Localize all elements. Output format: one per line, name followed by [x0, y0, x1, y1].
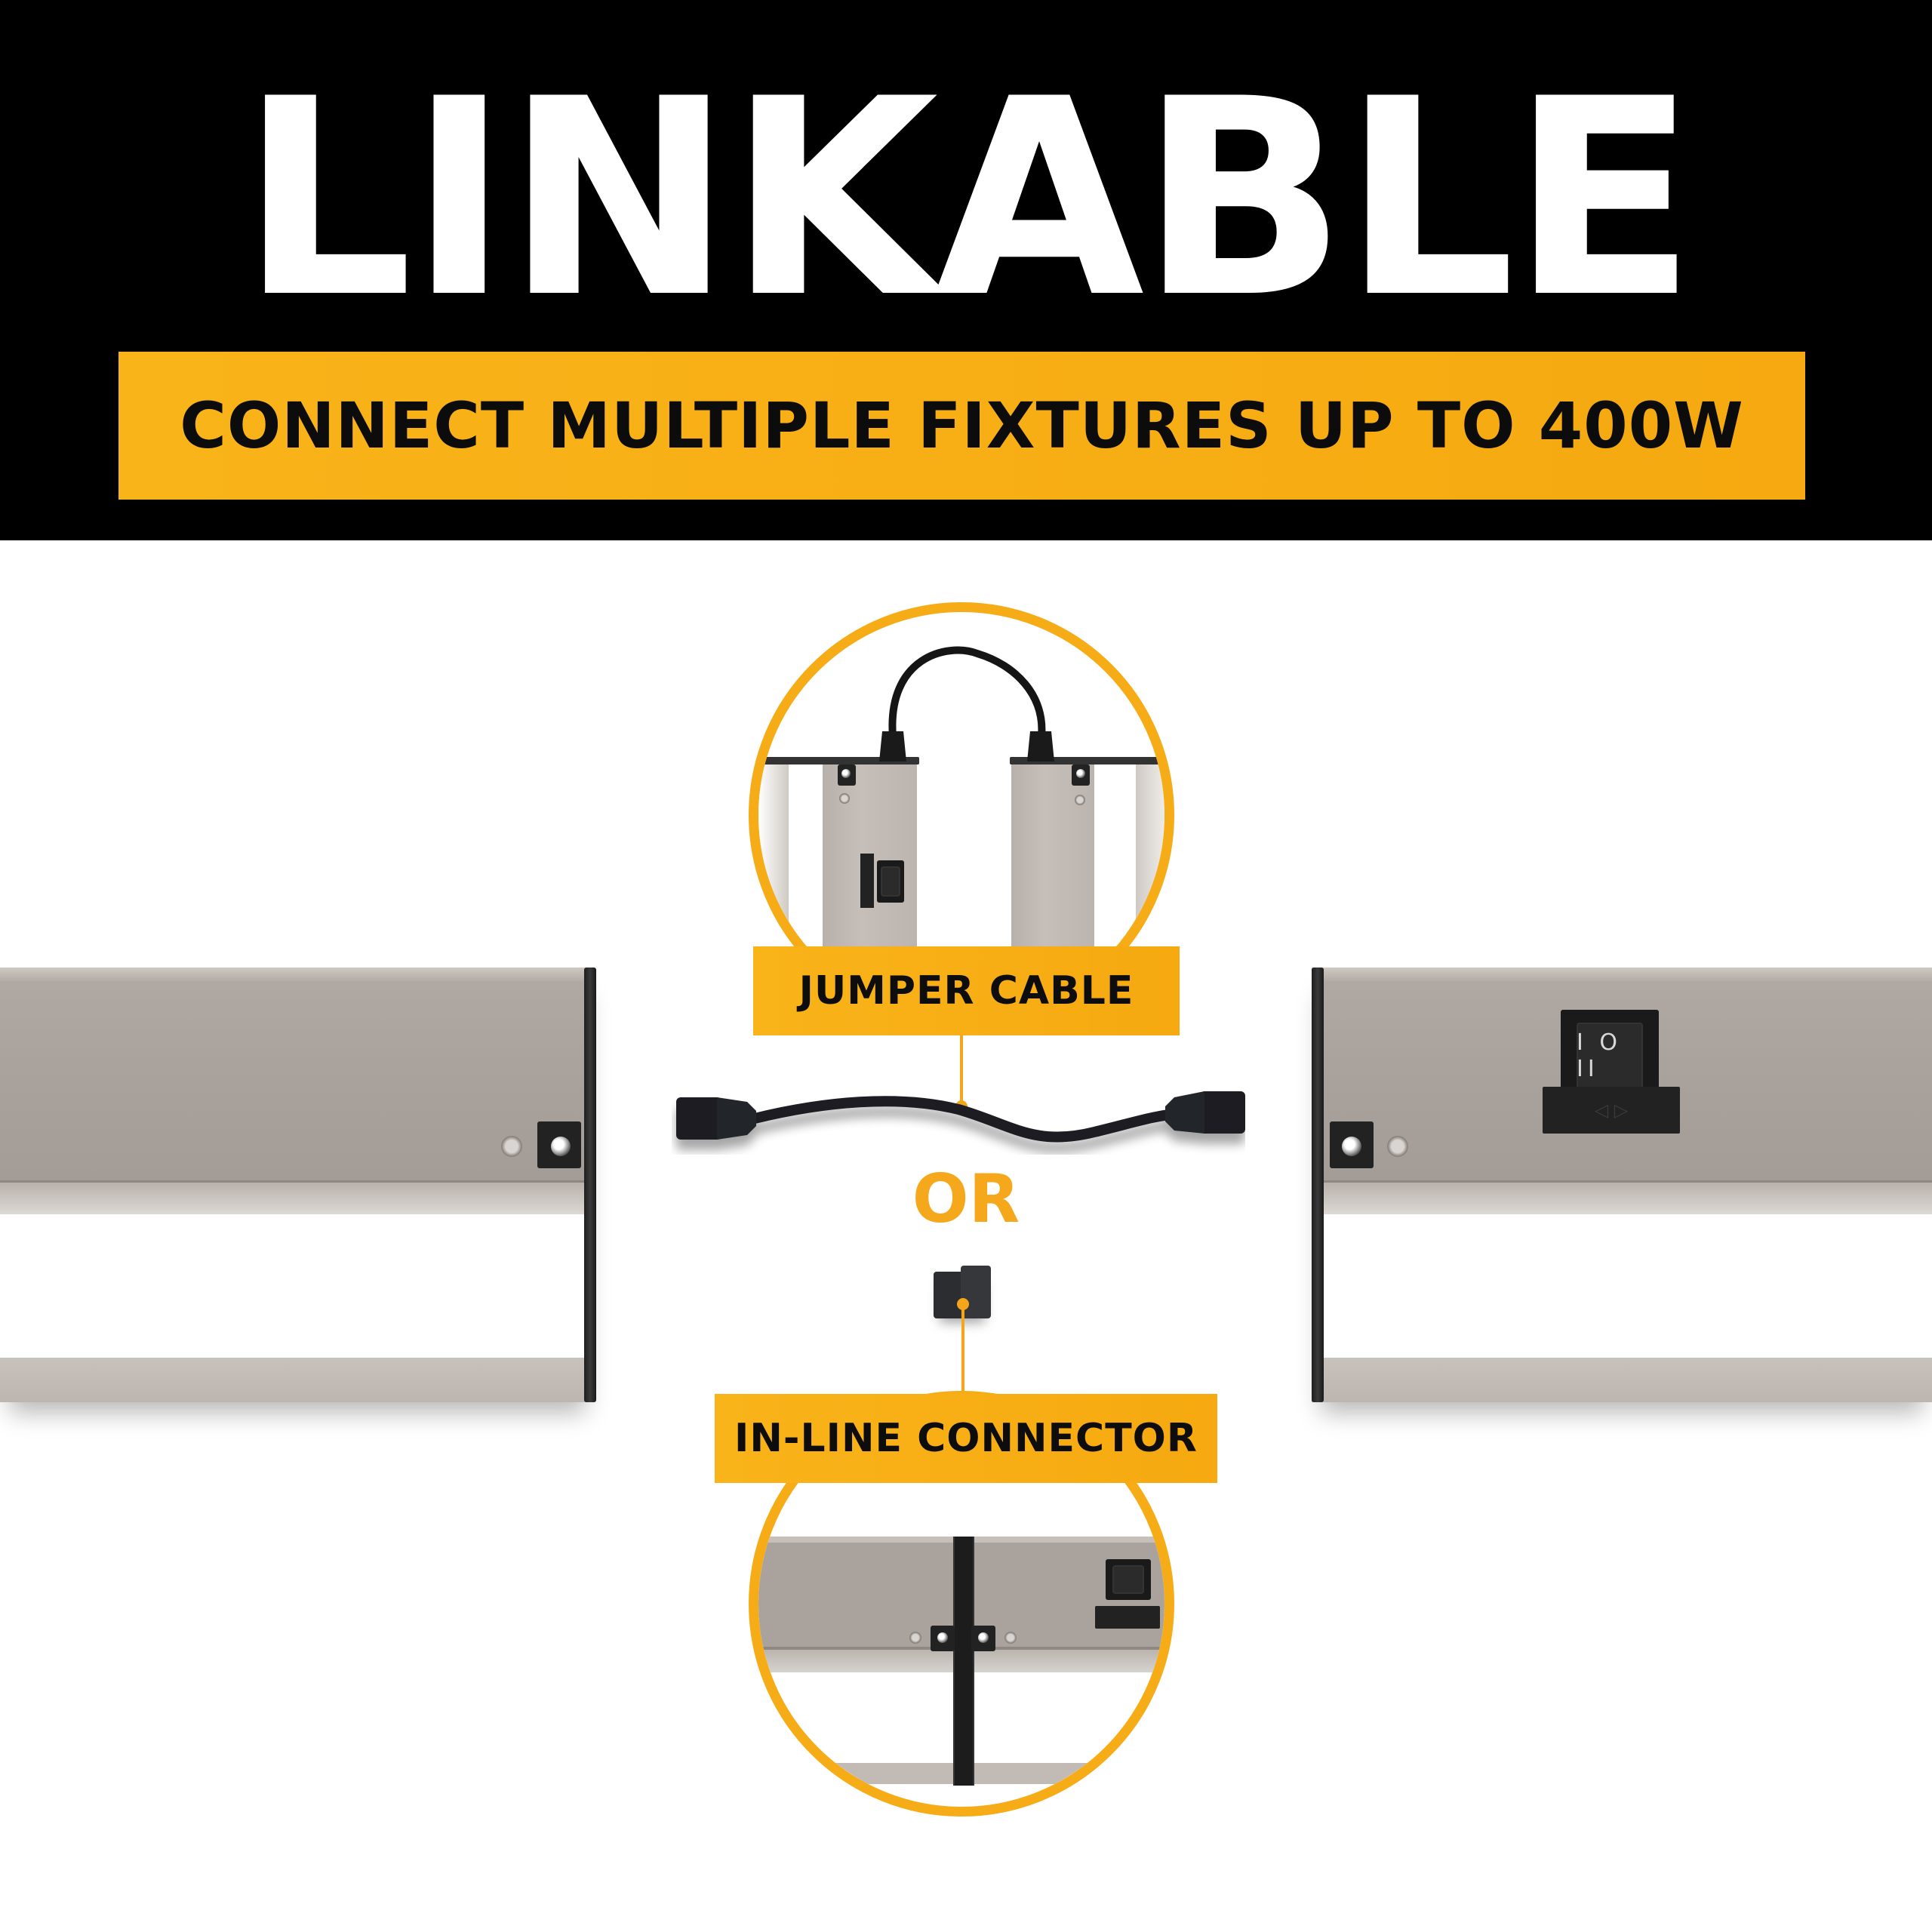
bolt-icon	[937, 1632, 948, 1643]
connector-body-left	[934, 1272, 964, 1318]
joined-fixtures	[758, 1537, 1164, 1786]
subtitle-bar: CONNECT MULTIPLE FIXTURES UP TO 400W	[118, 352, 1805, 500]
bolt-icon	[1076, 769, 1085, 778]
rocker-switch-icon	[1106, 1559, 1151, 1600]
switch-rocker	[1112, 1565, 1144, 1594]
connector-body-right	[961, 1266, 991, 1318]
in-line-connector-label-text: IN-LINE CONNECTOR	[734, 1416, 1198, 1461]
mounting-bracket-icon	[971, 1626, 995, 1651]
fixture-rail-right	[968, 1763, 1164, 1784]
jumper-leader-line	[960, 1035, 963, 1105]
switch-rocker	[881, 866, 900, 897]
fixture-bottom-rail	[1312, 1358, 1932, 1402]
connector-leader-dot	[957, 1298, 969, 1310]
fixture-top-edge	[0, 968, 595, 981]
mounting-bracket-icon	[1072, 764, 1090, 786]
right-fixture: I O II ◁ ▷	[1312, 968, 1932, 1402]
jumper-cable-label-text: JUMPER CABLE	[798, 968, 1134, 1014]
screw-icon	[1075, 795, 1085, 805]
jumper-cable-icon	[676, 1091, 1245, 1143]
fixture-light-diffuser	[0, 1214, 595, 1358]
screw-icon	[1387, 1136, 1408, 1157]
fixture-panel	[0, 981, 595, 1183]
end-cap	[1312, 968, 1324, 1402]
fixture-lip	[0, 1183, 595, 1214]
fixture-lip	[1312, 1183, 1932, 1214]
fixture-light-diffuser	[1312, 1214, 1932, 1358]
rocker-switch[interactable]: I O II	[1561, 1010, 1659, 1102]
in-line-connector-label: IN-LINE CONNECTOR	[715, 1394, 1217, 1483]
bolt-icon	[841, 769, 851, 778]
fixture-lip-left	[758, 1650, 956, 1672]
slider-plate-icon	[860, 854, 874, 908]
fixture-rail-left	[758, 1763, 956, 1784]
subtitle-text: CONNECT MULTIPLE FIXTURES UP TO 400W	[180, 389, 1744, 463]
rocker-switch-icon	[877, 860, 904, 903]
fixture-bottom-rail	[0, 1358, 595, 1402]
bolt-icon	[551, 1137, 571, 1156]
mounting-bracket-icon	[838, 764, 856, 786]
fixture-top-edge	[1312, 968, 1932, 981]
mounting-bracket-icon	[537, 1121, 581, 1168]
screw-icon	[501, 1136, 522, 1157]
fixture-lip-right	[968, 1650, 1164, 1672]
screw-icon	[1004, 1632, 1017, 1644]
jumper-cable-loop-icon	[879, 646, 1054, 761]
screw-icon	[839, 793, 850, 804]
mounting-bracket-icon	[1330, 1121, 1374, 1168]
mounting-bracket-icon	[931, 1626, 955, 1651]
connector-leader-line	[961, 1306, 964, 1395]
cct-slider[interactable]: ◁ ▷	[1543, 1087, 1680, 1134]
jumper-cable-label: JUMPER CABLE	[753, 946, 1180, 1035]
endcap-edge-right	[1010, 757, 1164, 764]
bolt-icon	[1342, 1137, 1361, 1156]
in-line-connector-icon	[934, 1266, 991, 1318]
connector-joint	[953, 1537, 974, 1786]
endcap-edge-left	[758, 757, 919, 764]
switch-rocker-icon: I O II	[1577, 1023, 1643, 1089]
screw-icon	[909, 1632, 921, 1644]
or-separator: OR	[912, 1160, 1020, 1238]
end-cap	[584, 968, 596, 1402]
slider-plate-icon	[1095, 1606, 1160, 1629]
fixture-panel-left	[758, 1537, 956, 1650]
page-title: LINKABLE	[240, 41, 1697, 357]
bolt-icon	[978, 1632, 989, 1643]
left-fixture	[0, 968, 596, 1402]
